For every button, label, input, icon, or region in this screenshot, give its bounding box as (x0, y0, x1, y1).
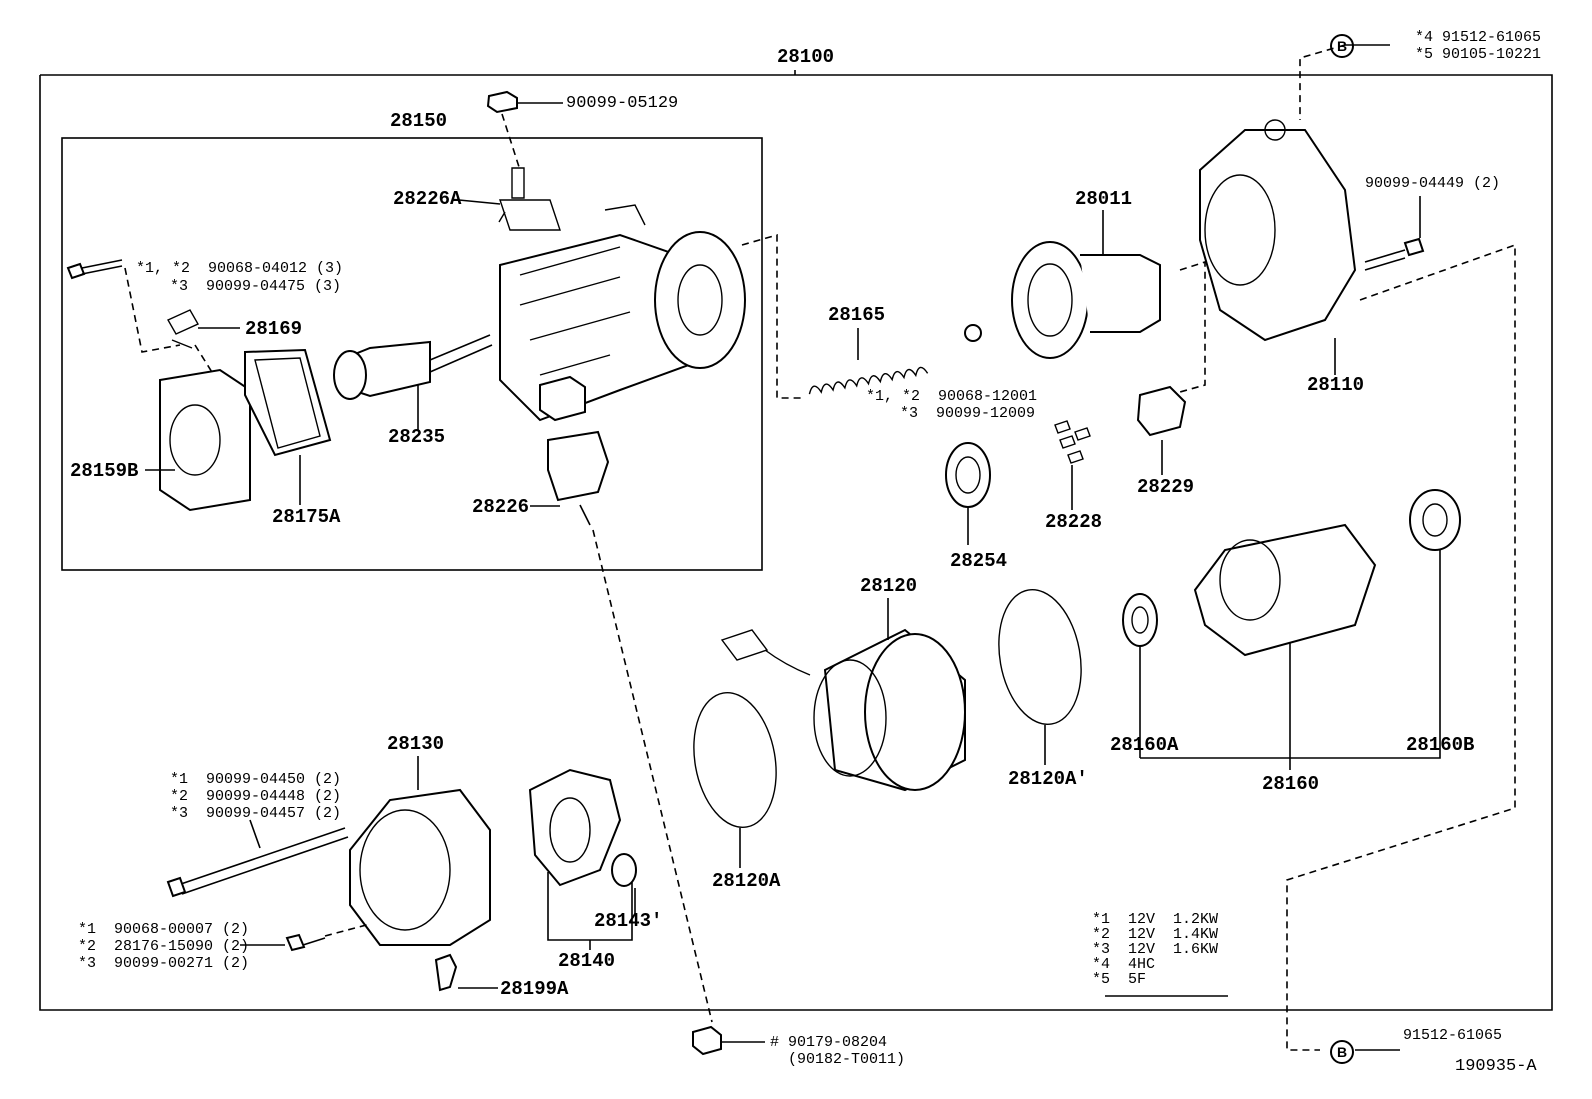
legend-line-3: *3 12V 1.6KW (1092, 941, 1219, 958)
label-28011: 28011 (1075, 188, 1133, 210)
nut-ref-line2: (90182-T0011) (788, 1051, 906, 1068)
switch-end-plate (654, 231, 746, 369)
label-28199A: 28199A (500, 978, 569, 1000)
label-28226A: 28226A (393, 188, 462, 210)
label-28235: 28235 (388, 426, 446, 448)
clip-28169-shape (167, 309, 199, 349)
label-28130: 28130 (387, 733, 445, 755)
brush-holder-shape (528, 768, 622, 887)
bottom-nut-shape (692, 1025, 722, 1056)
spring-shape (808, 366, 929, 395)
label-28226: 28226 (472, 496, 530, 518)
label-28120A-outer: 28120A (712, 870, 781, 892)
o-ring-outer-shape (693, 691, 777, 829)
part-28143-shape (611, 853, 637, 887)
cover-28159B-shape (159, 368, 251, 512)
label-28175A: 28175A (272, 506, 341, 528)
legend-line-4: *4 4HC (1092, 956, 1156, 973)
terminal-28226A-shape (498, 167, 561, 231)
terminal-28226-shape (547, 430, 610, 502)
through-bolt-line1: *1 90099-04450 (2) (170, 771, 342, 788)
bearing-28160B-shape (1409, 489, 1461, 551)
label-28229: 28229 (1137, 476, 1195, 498)
ball-shape (964, 324, 982, 342)
clutch-gear-shape (1011, 241, 1089, 359)
label-28140: 28140 (558, 950, 616, 972)
through-bolt-line2: *2 90099-04448 (2) (170, 788, 342, 805)
legend-line-1: *1 12V 1.2KW (1092, 911, 1219, 928)
sub-assembly-label: 28150 (390, 110, 448, 132)
legend-line-5: *5 5F (1092, 971, 1147, 988)
cap-nut-shape (486, 90, 518, 114)
brushes-shape (1054, 420, 1091, 464)
label-28159B: 28159B (70, 460, 139, 482)
ball-line1: *1, *2 90068-12001 (866, 388, 1038, 405)
ball-line2: *3 90099-12009 (900, 405, 1036, 422)
switch-connector-shape (539, 375, 586, 422)
label-28160B: 28160B (1406, 734, 1475, 756)
label-28110: 28110 (1307, 374, 1365, 396)
end-frame-28130-shape (349, 788, 491, 946)
armature-shape (1193, 523, 1377, 657)
screw-line2: *2 28176-15090 (2) (78, 938, 250, 955)
screw-line1: *1 90068-00007 (2) (78, 921, 250, 938)
legend-line-2: *2 12V 1.4KW (1092, 926, 1219, 943)
label-28120A-mid: 28120A' (1008, 768, 1088, 790)
label-28160A: 28160A (1110, 734, 1179, 756)
top-ref-line1: *4 91512-61065 (1415, 29, 1542, 46)
ref-circle-top: B (1330, 34, 1354, 58)
yoke-lead-shape (720, 629, 811, 676)
label-28228: 28228 (1045, 511, 1103, 533)
part-28199A-shape (434, 953, 458, 992)
through-bolt-line3: *3 90099-04457 (2) (170, 805, 342, 822)
main-assembly-frame (39, 74, 1553, 1011)
label-90099-04449: 90099-04449 (2) (1365, 175, 1501, 192)
bearing-28160A-shape (1122, 593, 1158, 647)
part-28229-shape (1136, 385, 1187, 437)
bottom-ref-part: 91512-61065 (1403, 1027, 1503, 1044)
label-28169: 28169 (245, 318, 303, 340)
bolt-head-shape (66, 262, 86, 280)
label-28143: 28143' (594, 910, 663, 932)
housing-28110-shape (1199, 129, 1357, 342)
screw-line3: *3 90099-00271 (2) (78, 955, 250, 972)
label-28120: 28120 (860, 575, 918, 597)
nut-ref-line1: # 90179-08204 (770, 1034, 888, 1051)
main-assembly-label: 28100 (777, 46, 835, 68)
label-28165: 28165 (828, 304, 886, 326)
label-90099-05129: 90099-05129 (566, 94, 679, 113)
label-28254: 28254 (950, 550, 1008, 572)
gasket-28175A-shape (244, 348, 332, 457)
sub-assembly-frame (61, 137, 763, 571)
label-28160: 28160 (1262, 773, 1320, 795)
bolt-top-line1: *1, *2 90068-04012 (3) (136, 260, 344, 277)
o-ring-mid-shape (998, 588, 1082, 726)
figure-code: 190935-A (1455, 1057, 1537, 1076)
gear-28254-shape (945, 442, 991, 508)
top-ref-line2: *5 90105-10221 (1415, 46, 1542, 63)
bolt-top-line2: *3 90099-04475 (3) (170, 278, 342, 295)
ref-circle-bottom: B (1330, 1040, 1354, 1064)
